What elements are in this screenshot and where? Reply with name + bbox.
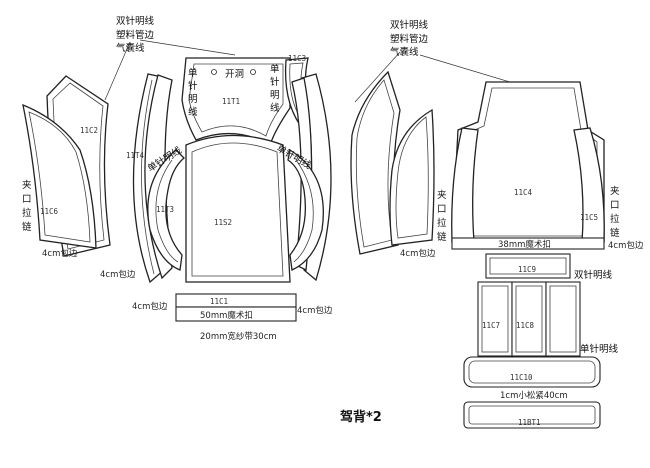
piece-11t1 [181, 57, 291, 146]
binding-label-3: 4cm包边 [132, 301, 168, 312]
velcro-50-label: 50mm魔术扣 [200, 310, 253, 321]
piece-11s2 [185, 134, 291, 283]
velcro-38-bar [451, 237, 605, 250]
binding-label-6: 4cm包边 [608, 240, 644, 251]
code-11c6: 11C6 [40, 207, 59, 216]
center-left-vertical-3: 明 [188, 94, 198, 105]
side-label-right-4: 链 [610, 227, 620, 239]
piece-11bt1 [463, 401, 601, 429]
callout-left-line1: 双针明线 [116, 15, 155, 27]
binding-label-1: 4cm包边 [42, 248, 78, 259]
code-11c8: 11C8 [516, 321, 535, 330]
piece-11c6 [22, 103, 97, 249]
velcro-38-label: 38mm魔术扣 [498, 239, 551, 250]
center-left-vertical-4: 线 [188, 106, 198, 118]
hole-right [250, 69, 256, 75]
strap-label: 20mm宽纱带30cm [200, 331, 277, 342]
code-11t4: 11T4 [126, 151, 145, 160]
code-11c4: 11C4 [514, 188, 533, 197]
binding-label-4: 4cm包边 [297, 305, 333, 316]
code-11c10: 11C10 [510, 373, 533, 382]
leader-line-right-2 [419, 54, 511, 83]
binding-label-2: 4cm包边 [100, 269, 136, 280]
callout-right-line1: 双针明线 [390, 19, 429, 31]
code-11c3: 11C3 [288, 54, 306, 63]
double-needle-label: 双针明线 [574, 269, 613, 281]
center-left-vertical-1: 单 [188, 67, 198, 79]
side-label-left-4: 链 [22, 221, 32, 233]
piece-11t3-mirror [287, 148, 324, 271]
leader-line-right [354, 51, 401, 103]
code-11t3: 11T3 [156, 205, 174, 214]
center-right-vertical-2: 针 [270, 76, 280, 88]
callout-right-line3: 气囊线 [390, 46, 419, 58]
piece-11c10 [463, 356, 601, 388]
side-label-left-2: 口 [22, 194, 32, 205]
code-11c2: 11C2 [80, 126, 98, 135]
side-label-mid-4: 链 [437, 231, 447, 243]
single-needle-label: 单针明线 [580, 343, 619, 355]
center-right-vertical-3: 明 [270, 90, 280, 101]
code-11c5: 11C5 [580, 213, 598, 222]
center-right-vertical-1: 单 [270, 63, 280, 75]
code-11bt1: 11BT1 [518, 418, 541, 427]
code-11c1: 11C1 [210, 297, 228, 306]
code-11c9: 11C9 [518, 265, 536, 274]
piece-11c1-top [175, 293, 297, 308]
leader-line-left-2 [139, 39, 236, 56]
elastic-label: 1cm小松紧40cm [500, 390, 568, 401]
center-right-vertical-4: 线 [270, 102, 280, 114]
piece-11c1-velcro [175, 306, 297, 322]
side-label-right-3: 拉 [610, 213, 620, 225]
side-label-right-2: 口 [610, 200, 620, 211]
code-11s2: 11S2 [214, 218, 232, 227]
side-label-mid-3: 拉 [437, 217, 447, 229]
piece-11c6-mirror [389, 108, 435, 246]
side-label-left-1: 夹 [22, 179, 32, 191]
callout-right-line2: 塑料管边 [390, 33, 429, 45]
piece-11c7-mirror [545, 281, 581, 357]
binding-label-5: 4cm包边 [400, 248, 436, 259]
code-11c7: 11C7 [482, 321, 500, 330]
side-label-mid-2: 口 [437, 204, 447, 215]
piece-11t3 [147, 149, 185, 271]
code-11t1: 11T1 [222, 97, 240, 106]
diagram-title: 驾背*2 [340, 409, 382, 425]
leader-line-left [104, 41, 131, 101]
center-left-vertical-2: 针 [188, 80, 198, 92]
side-label-left-3: 拉 [22, 207, 32, 219]
piece-11c8 [511, 281, 547, 357]
side-label-right-1: 夹 [610, 185, 620, 197]
piece-11c7 [477, 281, 513, 357]
callout-left-line2: 塑料管边 [116, 29, 155, 41]
hole-left [211, 69, 217, 75]
callout-left-line3: 气囊线 [116, 42, 145, 54]
hole-label: 开洞 [225, 69, 244, 80]
side-label-mid-1: 夹 [437, 189, 447, 201]
